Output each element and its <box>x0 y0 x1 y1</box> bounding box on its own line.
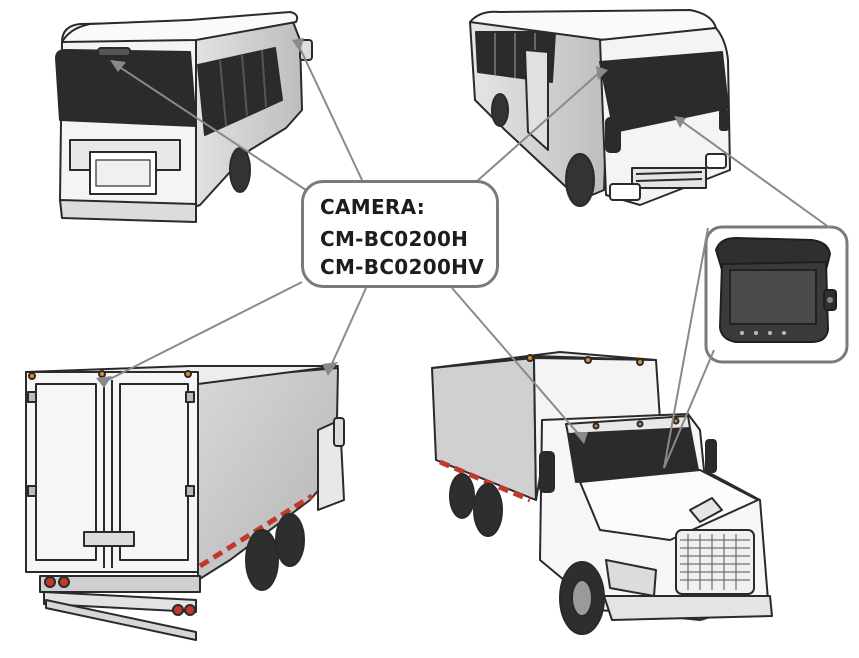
leader-lines <box>103 43 831 469</box>
arrow-tip <box>674 116 686 128</box>
arrow-tips <box>96 38 686 444</box>
arrow-tip <box>96 376 112 388</box>
leader-line-monitor-bus <box>679 119 831 229</box>
camera-model-1: CM-BC0200H <box>320 227 469 251</box>
camera-callout: CAMERA: CM-BC0200H CM-BC0200HV <box>301 180 499 288</box>
box-truck-front-icon <box>431 351 773 635</box>
bus-front-icon <box>469 9 731 207</box>
leader-line-bus-rear <box>117 65 319 199</box>
leader-line-monitor-truck <box>663 227 709 469</box>
bus-rear-icon <box>55 11 313 223</box>
camera-model-2: CM-BC0200HV <box>320 255 484 279</box>
box-truck-rear-icon <box>25 365 345 641</box>
leader-line-box-rear-top <box>103 281 303 383</box>
leader-line-monitor-truck-2 <box>663 349 715 469</box>
monitor-inset <box>704 225 849 364</box>
arrow-tip <box>322 362 338 376</box>
arrow-tip <box>292 38 304 52</box>
leader-line-box-rear-corner <box>329 287 367 369</box>
leader-line-box-front <box>451 287 583 439</box>
camera-heading: CAMERA: <box>320 195 426 219</box>
leader-line-bus-front <box>475 71 601 183</box>
arrow-tip <box>574 432 588 444</box>
arrow-tip <box>596 66 608 80</box>
leader-line-bus-rear-side <box>297 43 363 181</box>
arrow-tip <box>110 60 126 72</box>
monitor-icon <box>715 237 837 343</box>
